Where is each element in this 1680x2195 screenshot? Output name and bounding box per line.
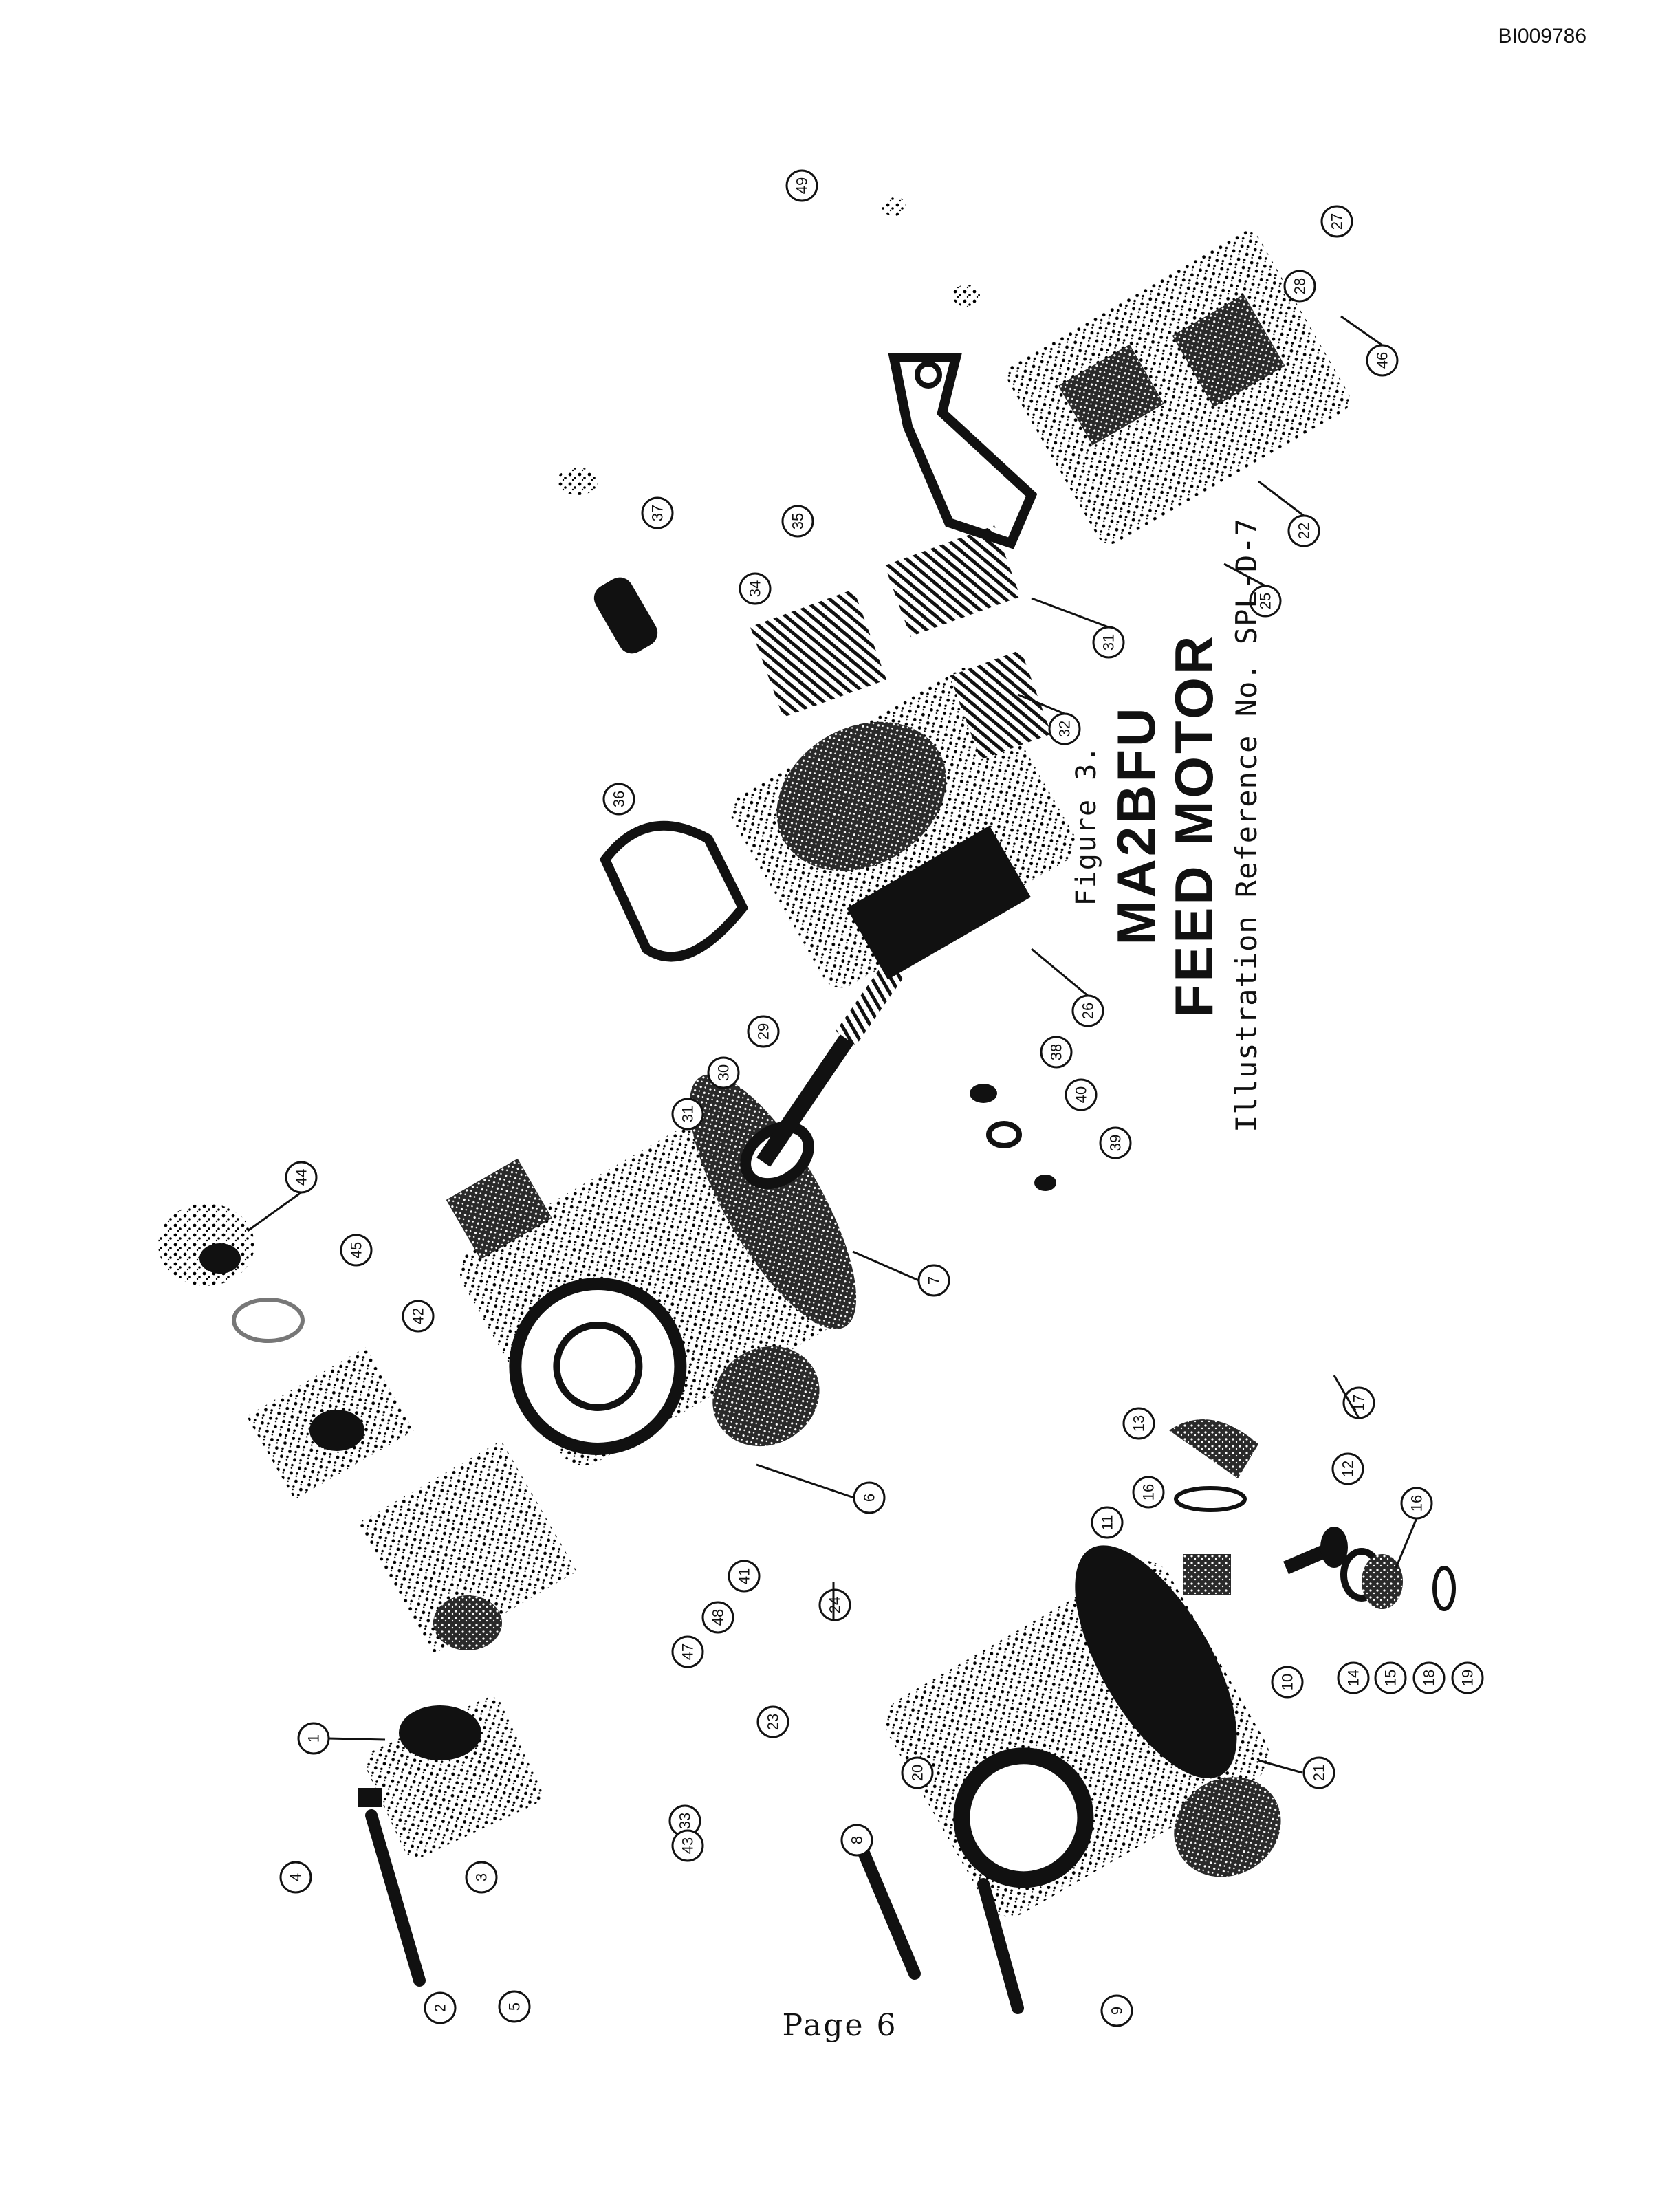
callout-19: 19: [1459, 1670, 1476, 1686]
callout-29: 29: [755, 1023, 772, 1040]
callout-13: 13: [1131, 1415, 1148, 1432]
end-cover: [1007, 231, 1351, 545]
callout-33: 33: [677, 1813, 694, 1829]
callout-26: 26: [1080, 1003, 1097, 1019]
callout-20: 20: [909, 1765, 926, 1781]
callout-1: 1: [305, 1734, 323, 1743]
callout-23: 23: [765, 1714, 782, 1730]
callout-28: 28: [1291, 278, 1309, 294]
figure-title-line2: FEED MOTOR: [1164, 633, 1224, 1018]
callout-35: 35: [789, 513, 807, 529]
figure-label: Figure 3.: [1071, 744, 1102, 906]
callout-45: 45: [348, 1242, 365, 1258]
callout-32: 32: [1056, 721, 1073, 737]
lower-housing: [885, 1545, 1281, 1917]
bolt: [977, 1878, 1024, 2014]
callout-44: 44: [293, 1169, 310, 1186]
callout-27: 27: [1329, 213, 1346, 230]
callout-46: 46: [1374, 352, 1391, 369]
pin: [593, 577, 658, 654]
callout-21: 21: [1311, 1765, 1328, 1781]
callout-31a: 31: [679, 1106, 697, 1122]
callout-labels: 1 2 3 4 5 6 7 8 9 10 11 12 13 14 15 16 1…: [279, 169, 1484, 2027]
callout-2: 2: [432, 2004, 449, 2012]
callout-5: 5: [506, 2002, 523, 2011]
callout-18: 18: [1421, 1670, 1438, 1686]
callout-42: 42: [410, 1308, 427, 1324]
callout-22: 22: [1296, 523, 1313, 539]
callout-12: 12: [1340, 1461, 1357, 1477]
shaft-and-bearing: [740, 962, 904, 1190]
callout-39: 39: [1107, 1135, 1124, 1151]
callout-31b: 31: [1100, 634, 1117, 651]
leader-lines: [247, 315, 1418, 1774]
callout-7: 7: [926, 1276, 943, 1285]
gears: [750, 525, 1051, 760]
callout-34: 34: [747, 580, 764, 597]
callout-8: 8: [849, 1836, 866, 1844]
callout-16b: 16: [1408, 1495, 1426, 1511]
callout-30: 30: [715, 1064, 732, 1081]
bolt: [853, 1837, 921, 1980]
callout-49: 49: [794, 177, 811, 194]
callout-6: 6: [861, 1494, 878, 1502]
callout-14: 14: [1345, 1670, 1362, 1686]
callout-25: 25: [1257, 593, 1274, 609]
callout-10: 10: [1279, 1674, 1296, 1690]
callout-9: 9: [1109, 2007, 1126, 2015]
gasket: [888, 353, 1038, 549]
callout-43: 43: [679, 1837, 697, 1854]
callout-3: 3: [473, 1873, 490, 1881]
valve-parts: [1169, 1419, 1456, 1611]
callout-47: 47: [679, 1643, 697, 1660]
figure-title-line1: MA2BFU: [1106, 705, 1166, 946]
callout-11: 11: [1099, 1515, 1116, 1531]
callout-24: 24: [827, 1597, 844, 1613]
callout-16a: 16: [1140, 1484, 1157, 1500]
small-housing-and-bolt: [358, 1697, 543, 1987]
callout-15: 15: [1382, 1670, 1399, 1686]
main-motor-housing: [446, 1074, 857, 1466]
callout-37: 37: [649, 505, 666, 521]
illustration-reference: Illustration Reference No. SPL-D-7: [1230, 518, 1263, 1133]
callout-36: 36: [611, 791, 628, 807]
callout-48: 48: [710, 1609, 727, 1626]
cover-plate: [599, 820, 749, 962]
figure-caption: Figure 3. MA2BFU FEED MOTOR Illustration…: [1066, 309, 1271, 1341]
callout-38: 38: [1048, 1044, 1065, 1060]
callout-41: 41: [736, 1568, 753, 1584]
callout-40: 40: [1073, 1086, 1090, 1103]
small-parts: [557, 197, 1056, 1191]
page-number: Page 6: [782, 2008, 898, 2043]
callout-4: 4: [287, 1873, 305, 1881]
document-id: BI009786: [1498, 25, 1586, 47]
left-upper-parts: [158, 1203, 577, 1655]
